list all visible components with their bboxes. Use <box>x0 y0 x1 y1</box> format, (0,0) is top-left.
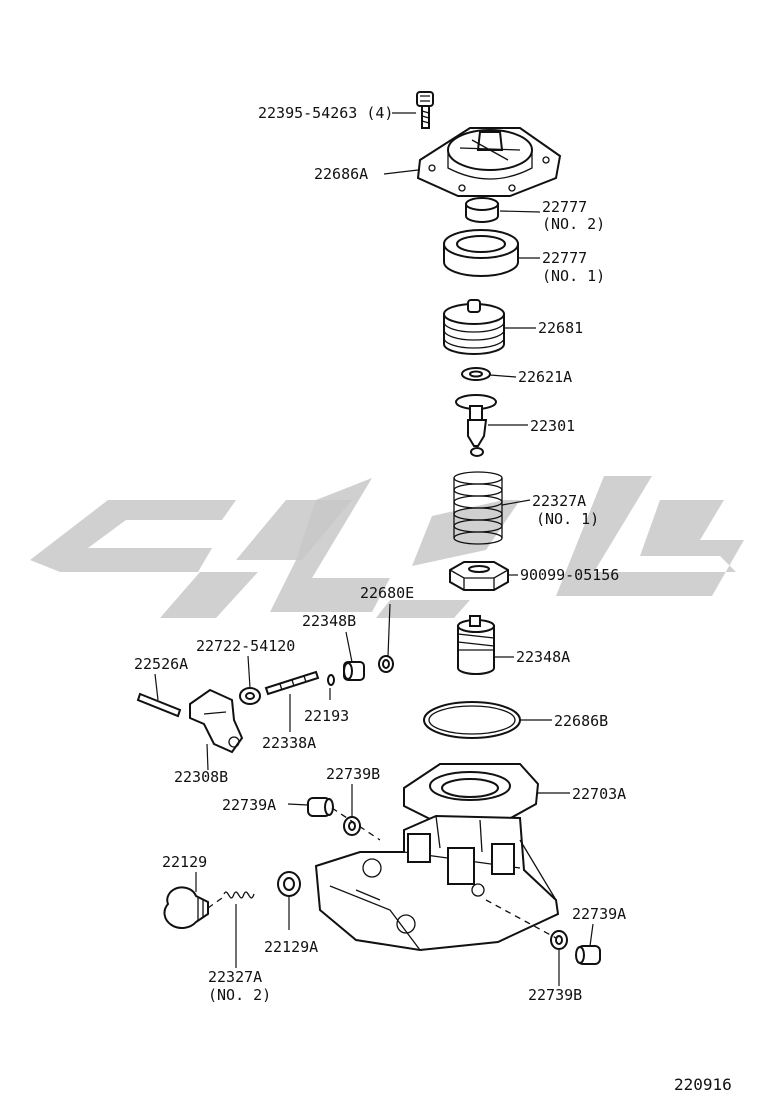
clip-22193 <box>327 674 335 686</box>
callout-22395: 22395-54263 (4) <box>258 104 393 122</box>
leader-lines <box>154 112 594 986</box>
callout-22338A: 22338A <box>262 734 316 752</box>
figure-id: 220916 <box>674 1075 732 1094</box>
callout-22739A-right: 22739A <box>572 905 626 923</box>
callout-22327A-no2: 22327A <box>208 968 262 986</box>
nut-90099 <box>449 561 509 591</box>
washer-22129A <box>277 871 301 897</box>
callout-22681: 22681 <box>538 319 583 337</box>
ring-22777-no1 <box>443 229 519 277</box>
spring-22327A-no1 <box>453 471 503 545</box>
cover-22686A <box>416 127 562 197</box>
washer-22739B-bottom <box>550 930 568 950</box>
callout-22348A: 22348A <box>516 648 570 666</box>
bolt-22739A-right <box>575 945 601 965</box>
callout-22777-no2: 22777 <box>542 198 587 216</box>
screw-22395 <box>416 91 434 129</box>
callout-22739A-left: 22739A <box>222 796 276 814</box>
callout-22777-no1-sub: (NO. 1) <box>542 267 605 285</box>
callout-90099: 90099-05156 <box>520 566 619 584</box>
oring-22686B <box>423 701 521 739</box>
base-housing <box>314 814 560 952</box>
washer-22680E <box>378 655 394 673</box>
callout-22348B: 22348B <box>302 612 356 630</box>
callout-labels: 22395-54263 (4) 22686A 22777 (NO. 2) 227… <box>134 104 732 1094</box>
washer-22739B-top <box>343 816 361 836</box>
valve-22301 <box>455 394 497 457</box>
bolt-22739A-left <box>307 797 334 817</box>
callout-22526A: 22526A <box>134 655 188 673</box>
callout-22327A-no2-sub: (NO. 2) <box>208 986 271 1004</box>
sleeve-22348A <box>457 615 495 675</box>
callout-22327A-no1-sub: (NO. 1) <box>536 510 599 528</box>
callout-22129A: 22129A <box>264 938 318 956</box>
lever-22308B <box>189 688 244 754</box>
callout-22686A: 22686A <box>314 165 368 183</box>
spring-22327A-no2 <box>223 891 255 899</box>
callout-22777-no1: 22777 <box>542 249 587 267</box>
callout-22739B-bottom: 22739B <box>528 986 582 1004</box>
assembly-guide-lines <box>207 807 557 939</box>
callout-22327A-no1: 22327A <box>532 492 586 510</box>
callout-22193: 22193 <box>304 707 349 725</box>
plug-22777-no2 <box>465 197 499 223</box>
callout-22621A: 22621A <box>518 368 572 386</box>
pin-22526A <box>136 692 182 718</box>
bushing-22722 <box>239 687 261 705</box>
plug-22129 <box>163 886 209 929</box>
bolt-22348B <box>343 661 365 681</box>
callout-22722: 22722-54120 <box>196 637 295 655</box>
callout-22308B: 22308B <box>174 768 228 786</box>
callout-22680E: 22680E <box>360 584 414 602</box>
shaft-22338A <box>264 670 320 696</box>
callout-22703A: 22703A <box>572 785 626 803</box>
piston-22681 <box>443 299 505 355</box>
callout-22301: 22301 <box>530 417 575 435</box>
washer-22621A <box>461 367 491 381</box>
callout-22739B-top: 22739B <box>326 765 380 783</box>
housing-22703A <box>403 763 540 825</box>
callout-22686B: 22686B <box>554 712 608 730</box>
callout-22777-no2-sub: (NO. 2) <box>542 215 605 233</box>
callout-22129: 22129 <box>162 853 207 871</box>
